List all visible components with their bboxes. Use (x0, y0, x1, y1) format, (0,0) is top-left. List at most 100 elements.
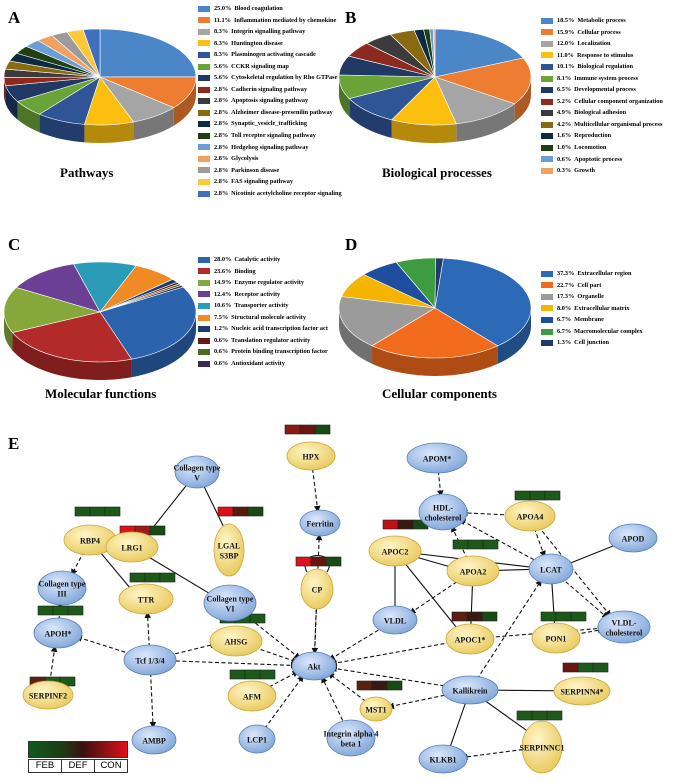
network-node-label: SERPINF2 (29, 692, 67, 701)
pie-side-2 (133, 107, 174, 140)
expression-heat-cell (397, 519, 414, 530)
legend-item: 8.3%Integrin signalling pathway (198, 26, 342, 38)
legend-percent: 2.8% (214, 85, 229, 93)
legend-swatch (541, 40, 553, 47)
legend-swatch (198, 190, 210, 197)
legend-item: 0.6%Protein binding transcription factor (198, 346, 328, 358)
legend-label: Apoptosis signaling pathway (231, 97, 309, 105)
network-node-apoc2: APOC2 (368, 535, 422, 567)
legend-swatch (541, 29, 553, 36)
legend-item: 2.8%Parkinson disease (198, 165, 342, 177)
legend-percent: 37.3% (557, 270, 575, 277)
legend-swatch (541, 110, 553, 117)
legend-item: 5.2%Cellular component organization (541, 96, 663, 108)
legend-item: 11.0%Response to stimulus (541, 50, 663, 62)
pie-side-1 (514, 77, 531, 122)
network-node-lcat: LCAT (528, 553, 574, 585)
expression-heat-cell (529, 490, 546, 501)
pie-slice-1 (99, 76, 197, 108)
legend-item: 1.2%Nucleic acid transcription factor ac… (198, 323, 328, 335)
network-node-serpinnc1: SERPINNC1 (520, 720, 564, 774)
legend-item: 4.2%Multicellular organismal process (541, 119, 663, 131)
legend-swatch (198, 178, 210, 185)
network-node-label: Integrin alpha 4 (323, 730, 378, 739)
legend-item: 18.5%Metabolic process (541, 15, 663, 27)
panel-title-pathways: Pathways (60, 165, 114, 180)
legend-label: Glycolysis (231, 155, 259, 163)
network-node-tcf: Tcf 1/3/4 (123, 644, 177, 676)
panel-title-molecular-functions: Molecular functions (45, 386, 157, 401)
expression-heat-cell (104, 506, 121, 517)
network-node-label: Collagen type (174, 464, 221, 473)
legend-swatch (541, 316, 553, 323)
legend-item: 23.6%Binding (198, 266, 328, 278)
legend-label: Locomotion (574, 144, 607, 152)
pie-slice-2 (434, 76, 516, 125)
legend-item: 2.8%Apoptosis signaling pathway (198, 95, 342, 107)
legend-percent: 8.3% (214, 39, 229, 47)
expression-heat-cell (386, 680, 403, 691)
expression-heat-cell (467, 539, 484, 550)
legend-swatch (198, 326, 210, 333)
legend-percent: 18.5% (557, 17, 575, 24)
legend-percent: 2.8% (214, 132, 229, 140)
legend-percent: 2.8% (214, 189, 229, 197)
legend-swatch (198, 5, 210, 12)
pie-side-3 (84, 121, 134, 144)
network-node-label: CP (312, 586, 323, 595)
legend-swatch (198, 337, 210, 344)
legend-swatch (541, 75, 553, 82)
expression-heat-cell (592, 662, 609, 673)
pie-slice-1 (371, 307, 499, 359)
network-node-label: APOA2 (460, 568, 487, 577)
legend-percent: 5.6% (214, 62, 229, 70)
legend-percent: 11.0% (557, 51, 574, 59)
legend-label: Apoptotic process (574, 155, 623, 163)
network-node-label: RBP4 (80, 537, 100, 546)
legend-swatch (541, 167, 553, 174)
legend-item: 0.3%Growth (541, 165, 663, 177)
legend-swatch (541, 282, 553, 289)
pie-side-2 (4, 312, 13, 351)
pie-side-4 (349, 98, 392, 138)
legend-label: Immune system process (574, 74, 639, 82)
legend-item: 22.7%Cell part (541, 280, 643, 292)
pie-side-6 (5, 85, 18, 120)
legend-percent: 4.2% (557, 120, 572, 128)
network-node-label: AHSG (225, 638, 248, 647)
legend-label: Nicotinic acetylcholine receptor signali… (231, 189, 342, 197)
network-node-apoh: APOH* (33, 617, 83, 649)
legend-percent: 8.0% (557, 304, 572, 312)
legend-label: Inflammation mediated by chemokine (233, 16, 337, 24)
network-node-label: AFM (243, 693, 262, 702)
network-node-label: cholesterol (606, 629, 644, 638)
legend-label: Organelle (577, 293, 604, 301)
network-node-klkb1: KLKB1 (418, 744, 468, 774)
network-node-label: V (194, 474, 200, 483)
pie-slice-2 (338, 296, 436, 347)
panel-title-biological-processes: Biological processes (382, 165, 492, 180)
network-node-label: LCP1 (247, 736, 267, 745)
legend-label: Cytoskeletal regulation by Rho GTPase (231, 74, 338, 82)
pie-slice-1 (433, 57, 532, 105)
legend-swatch (541, 121, 553, 128)
legend-item: 2.8%Nicotinic acetylcholine receptor sig… (198, 188, 342, 200)
legend-swatch (198, 279, 210, 286)
legend-swatch (198, 349, 210, 356)
legend-item: 0.6%Apoptotic process (541, 154, 663, 166)
legend-label: CCKR signaling map (231, 62, 289, 70)
pie-chart-pathways (3, 28, 197, 144)
pie-slice-13 (432, 28, 436, 78)
expression-heat-cell (481, 611, 498, 622)
legend-label: Binding (234, 267, 256, 275)
legend-swatch (198, 51, 210, 58)
network-node-ambp: AMBP (131, 725, 177, 755)
legend-swatch (198, 98, 210, 105)
legend-label: Receptor activity (234, 290, 281, 298)
network-node-label: S3BP (220, 552, 239, 561)
legend-percent: 7.5% (214, 313, 229, 321)
network-node-lrg1: LRG1 (105, 531, 159, 563)
